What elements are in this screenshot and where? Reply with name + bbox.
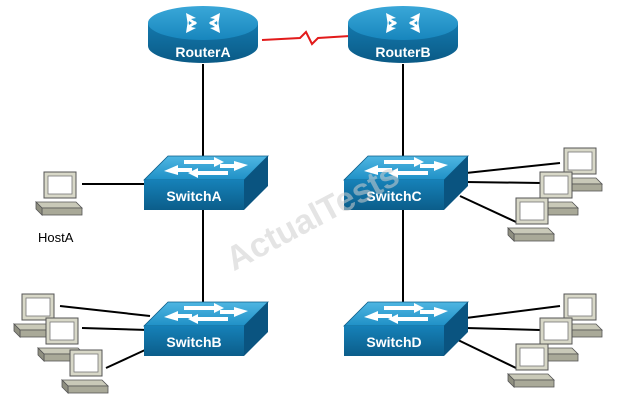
switch-d-label: SwitchD <box>366 334 421 350</box>
link-switchc-pc-2 <box>465 181 542 184</box>
links <box>59 64 561 369</box>
link-switchd-pc-2 <box>465 327 541 331</box>
link-switchb-pc-2 <box>81 327 149 331</box>
workstation-c3[interactable] <box>507 197 555 242</box>
switch-c[interactable]: SwitchC <box>343 155 469 211</box>
switch-b[interactable]: SwitchB <box>143 301 269 357</box>
link-switchd-pc-1 <box>465 305 561 319</box>
host-a-label: HostA <box>38 230 74 245</box>
router-a[interactable]: RouterA <box>148 6 258 63</box>
switch-a[interactable]: SwitchA <box>143 155 269 211</box>
router-b[interactable]: RouterB <box>348 6 458 63</box>
host-a[interactable] <box>35 171 83 216</box>
switch-a-label: SwitchA <box>166 188 221 204</box>
switch-b-label: SwitchB <box>166 334 221 350</box>
router-b-label: RouterB <box>375 44 430 60</box>
serial-link <box>261 30 351 46</box>
router-a-label: RouterA <box>175 44 230 60</box>
link-switchc-pc-3 <box>459 195 517 223</box>
switch-c-label: SwitchC <box>366 188 421 204</box>
switch-d[interactable]: SwitchD <box>343 301 469 357</box>
link-switchc-pc-1 <box>465 162 561 174</box>
link-switchb-pc-1 <box>59 305 151 317</box>
workstation-d3[interactable] <box>507 343 555 388</box>
link-switchd-pc-3 <box>457 339 517 369</box>
